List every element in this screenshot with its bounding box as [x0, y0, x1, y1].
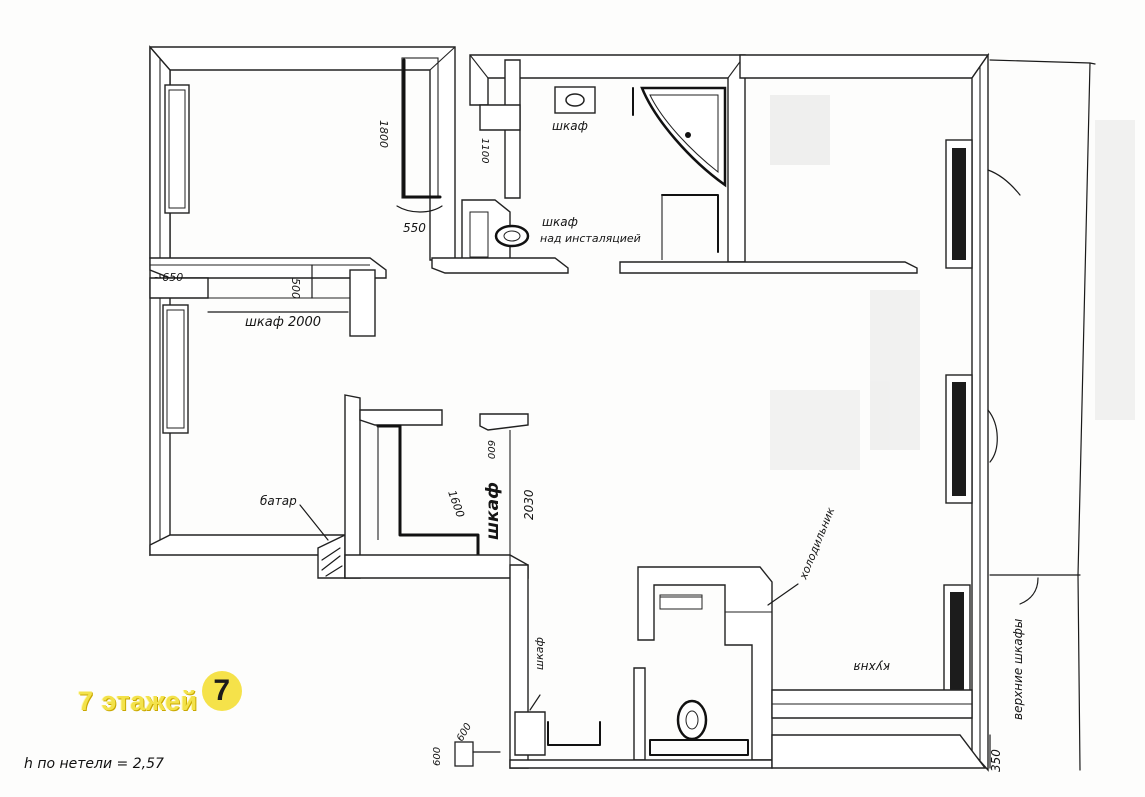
- shkaf-bath-label: шкаф: [552, 119, 588, 133]
- hall-wall-bottom: [344, 554, 529, 579]
- dim-1800: 1800: [377, 120, 390, 148]
- shkaf-2000-label: шкаф 2000: [245, 315, 321, 330]
- hall-wardrobe-top: [359, 409, 443, 426]
- dim-600: 600: [485, 440, 496, 459]
- dim-1600: 1600: [445, 489, 467, 520]
- cabinet-1100: [479, 104, 521, 131]
- battery-label: батар: [260, 494, 297, 508]
- bottom-left-wall: [149, 534, 346, 556]
- toilet-bottom: [676, 699, 708, 741]
- balcony-top: [989, 59, 1096, 65]
- logo-mark-icon: 7: [201, 670, 242, 711]
- bathroom-sink: [554, 86, 596, 114]
- toilet-wc: [494, 224, 530, 248]
- dim-1100: 1100: [479, 138, 490, 163]
- shkaf-small-label: шкаф: [533, 637, 546, 670]
- fridge-label: холодильник: [796, 505, 837, 582]
- kitchen-label: кухня: [853, 660, 890, 674]
- wardrobe-1800: [402, 58, 442, 199]
- dim-600c: 600: [432, 747, 443, 766]
- hall-wardrobe: [376, 424, 480, 578]
- bathroom-wall-bottom-left: [431, 257, 569, 274]
- bedroom-partition: [149, 257, 387, 279]
- duct-box: [454, 741, 474, 767]
- cabinets-label: верхние шкафы: [1011, 619, 1025, 720]
- bottom-bath-partition: [633, 667, 646, 761]
- ceiling-height-note: h по нетели = 2,57: [24, 756, 164, 772]
- hall-wall-left: [344, 394, 361, 579]
- dim-350: 350: [989, 749, 1003, 772]
- background-scan-marks: [770, 95, 1135, 470]
- watermark-logo: 7 этажей 7: [78, 670, 242, 717]
- dim-500: 500: [289, 278, 302, 299]
- logo-text: 7 этажей: [78, 686, 198, 716]
- shkaf-hall-label: шкаф: [483, 482, 503, 540]
- kitchen-unit: [637, 566, 773, 761]
- dim-2030: 2030: [522, 489, 536, 520]
- kitchen-bottom-wall: [771, 734, 987, 769]
- wardrobe-2000-end: [349, 269, 376, 337]
- dim-650: ~650: [153, 271, 183, 284]
- dim-600b: 600: [455, 721, 474, 743]
- shkaf-wc-label: шкаф: [542, 215, 578, 229]
- dim-550: 550: [403, 221, 426, 235]
- shkaf-wc-sub: над инсталяцией: [540, 232, 641, 245]
- bathroom-wall-bottom-right: [619, 261, 918, 274]
- bottom-wall: [509, 759, 773, 769]
- hall-wardrobe-top-right: [479, 413, 529, 431]
- small-cabinet: [514, 711, 546, 756]
- main-wall-top: [739, 54, 990, 79]
